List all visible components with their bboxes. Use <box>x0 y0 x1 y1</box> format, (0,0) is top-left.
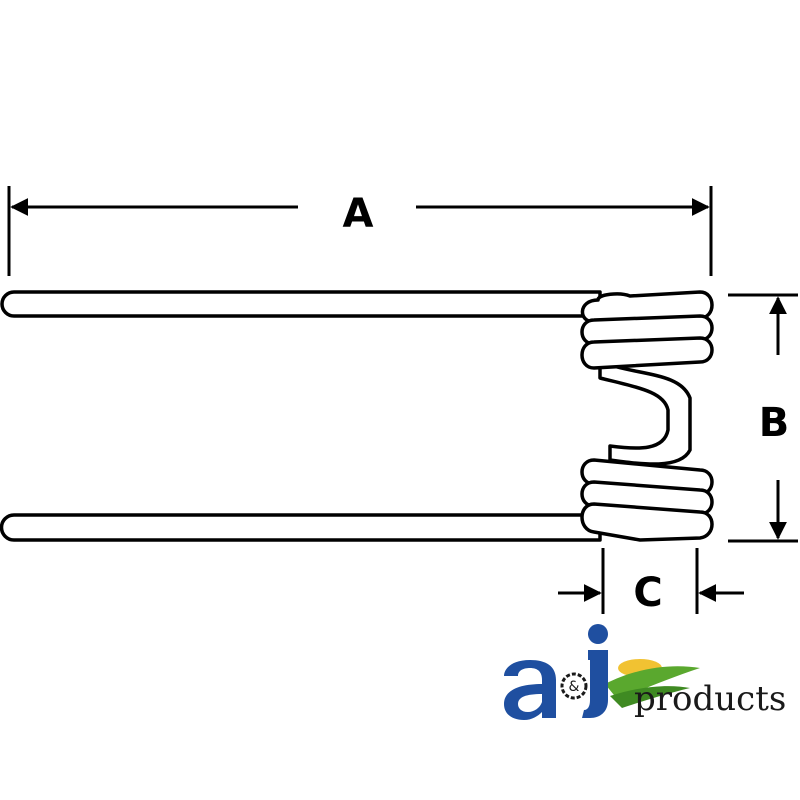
logo-letter-a <box>504 660 556 720</box>
logo-letter-i <box>582 624 608 718</box>
dimension-b: B <box>728 293 798 543</box>
dimension-a: A <box>7 186 713 276</box>
center-loop <box>598 360 692 466</box>
dimension-a-label: A <box>343 191 374 237</box>
logo-ampersand: & <box>569 679 580 695</box>
upper-coil-turn <box>580 290 714 324</box>
ai-products-logo: & products <box>504 624 786 720</box>
logo-gear-icon <box>560 672 588 700</box>
spring-tine <box>0 290 714 542</box>
logo-products-text: products <box>634 679 786 719</box>
upper-tine-rod <box>0 290 602 318</box>
lower-tine-rod <box>0 513 602 542</box>
upper-coil-turn <box>580 336 714 370</box>
lower-coil-turn <box>580 502 714 542</box>
dimension-c-label: C <box>633 570 662 616</box>
dimension-c: C <box>558 548 744 616</box>
upper-coil <box>580 290 714 370</box>
dimension-b-label: B <box>759 400 790 446</box>
logo-field-icon <box>610 686 690 708</box>
lower-coil <box>580 458 714 542</box>
